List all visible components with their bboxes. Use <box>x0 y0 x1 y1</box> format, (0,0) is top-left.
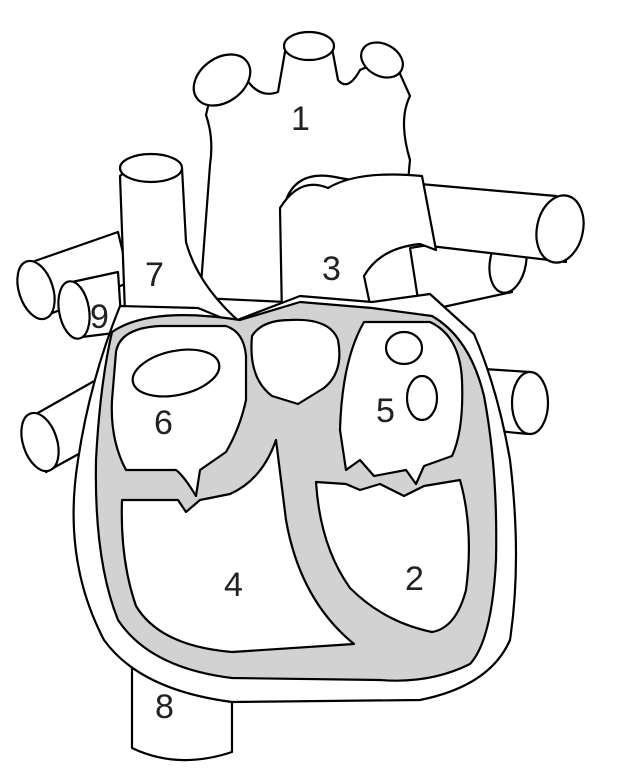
label-9: 9 <box>90 298 109 336</box>
label-7: 7 <box>145 256 164 294</box>
aortic-root <box>250 318 341 406</box>
upper-right-pulmonary-vein-opening <box>16 259 56 321</box>
middle-right-pulmonary-vein-opening <box>57 280 91 340</box>
label-1: 1 <box>291 100 310 138</box>
label-3: 3 <box>322 250 341 288</box>
left-atrium <box>338 320 464 486</box>
right-ventricle <box>120 438 356 654</box>
label-6: 6 <box>154 404 173 442</box>
label-4: 4 <box>224 566 243 604</box>
left-ventricle <box>314 478 471 634</box>
left-common-carotid-opening <box>282 30 336 62</box>
pulmonary-vein-opening-upper <box>384 330 424 366</box>
pulmonary-vein-opening-lower <box>405 374 439 422</box>
superior-vena-cava-opening <box>118 152 184 184</box>
label-8: 8 <box>155 688 174 726</box>
label-2: 2 <box>405 560 424 598</box>
vena-cava-opening-in-right-atrium <box>131 348 221 398</box>
lower-left-pulmonary-vein-opening <box>510 370 550 436</box>
label-5: 5 <box>376 392 395 430</box>
left-subclavian-opening <box>360 41 404 79</box>
pulmonary-trunk <box>278 173 438 320</box>
lower-right-pulmonary-vein-opening <box>20 411 60 473</box>
brachiocephalic-artery-opening <box>192 53 252 107</box>
descending-aorta-opening <box>535 194 585 264</box>
